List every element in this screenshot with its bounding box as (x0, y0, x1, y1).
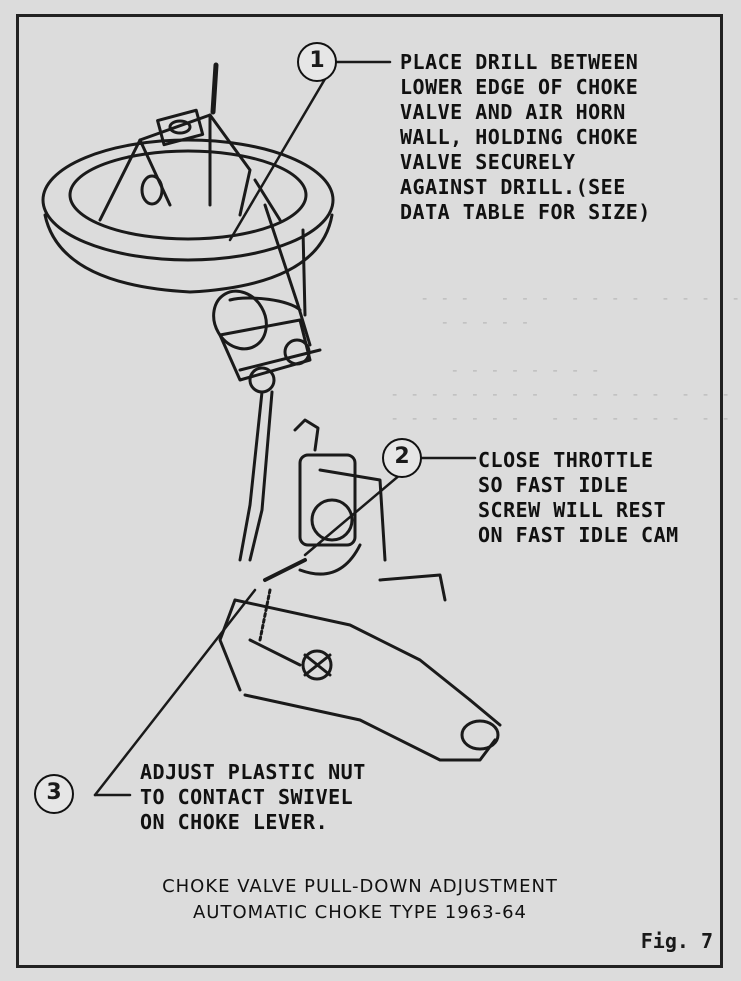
callout-number-1: 1 (297, 42, 337, 82)
callout-number-2: 2 (382, 438, 422, 478)
callout-text-3: ADJUST PLASTIC NUT TO CONTACT SWIVEL ON … (140, 760, 366, 834)
figure-label: Fig. 7 (640, 929, 713, 953)
callout-text-1: PLACE DRILL BETWEEN LOWER EDGE OF CHOKE … (400, 50, 651, 224)
figure-frame (16, 14, 723, 968)
drill-gauge-drawing (212, 203, 312, 382)
fast-idle-cam-drawing (293, 418, 447, 602)
caption-line-1: CHOKE VALVE PULL-DOWN ADJUSTMENT (162, 876, 558, 897)
throttle-lever-drawing (218, 558, 502, 762)
callout-number-3: 3 (34, 774, 74, 814)
air-horn-drawing (41, 62, 335, 317)
callout-text-2: CLOSE THROTTLE SO FAST IDLE SCREW WILL R… (478, 448, 679, 547)
bleed-through-text: - - - - - - - - - - - - - - - - - - - - … (390, 289, 741, 427)
caption-line-2: AUTOMATIC CHOKE TYPE 1963-64 (192, 902, 527, 923)
choke-lever-drawing (238, 338, 322, 562)
